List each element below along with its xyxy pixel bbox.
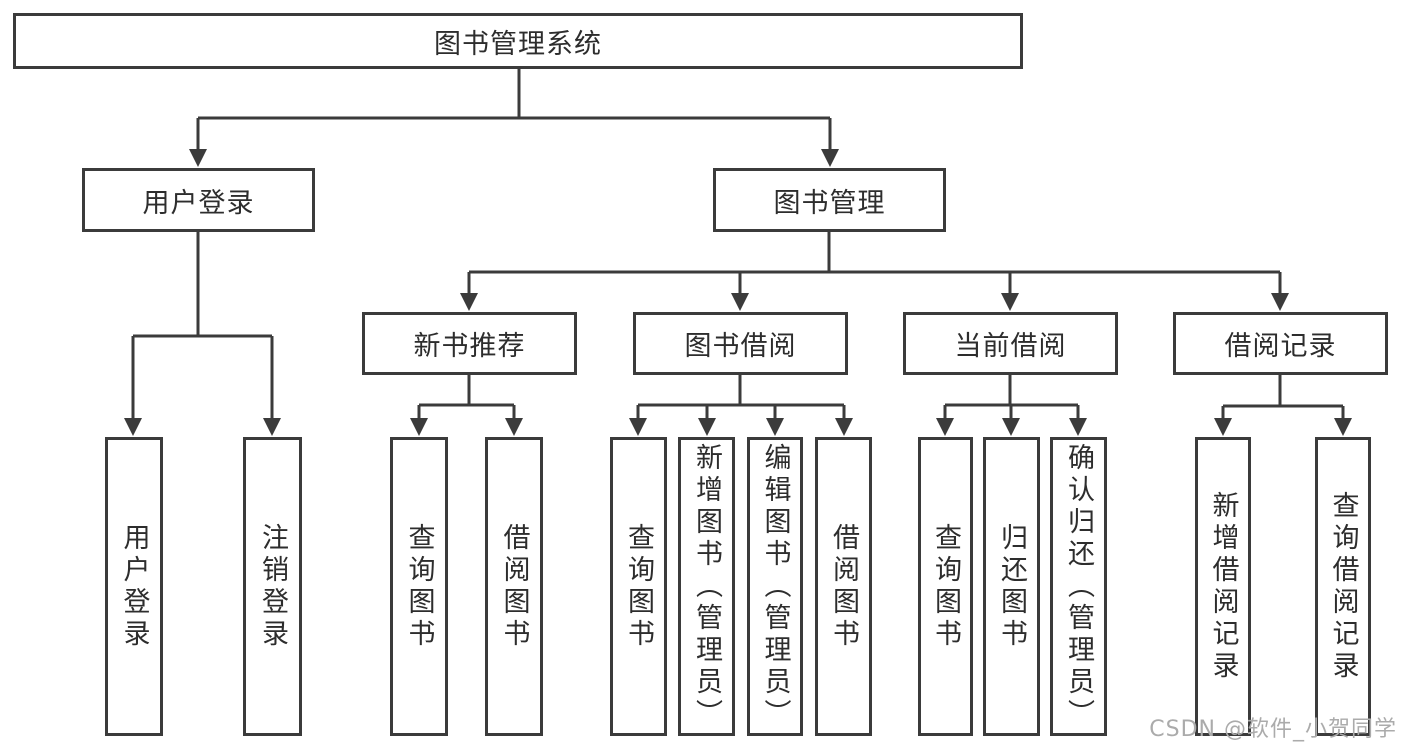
node-label: 查询图书 — [623, 522, 654, 651]
node-label: 图书借阅 — [684, 331, 797, 362]
node-label: 当前借阅 — [954, 331, 1067, 362]
node-label: 注销登录 — [257, 522, 288, 651]
node-label: 图书管理系统 — [434, 28, 602, 60]
node-label: 查询借阅记录 — [1327, 490, 1359, 683]
csdn-watermark: CSDN @软件_小贺同学 — [1149, 717, 1397, 742]
leaf-borrowing-add-books-admin: 新增图书（管理员） — [678, 437, 735, 736]
node-label: 借阅图书 — [498, 522, 530, 651]
node-label: 图书管理 — [773, 187, 886, 219]
node-user-login: 用户登录 — [82, 168, 315, 232]
node-current-borrowing: 当前借阅 — [903, 312, 1118, 375]
leaf-current-confirm-return-admin: 确认归还（管理员） — [1050, 437, 1107, 736]
node-label: 新书推荐 — [413, 331, 526, 362]
leaf-logout: 注销登录 — [243, 437, 302, 736]
node-borrowing-records: 借阅记录 — [1173, 312, 1388, 375]
node-label: 用户登录 — [118, 522, 150, 651]
node-label: 确认归还（管理员） — [1063, 442, 1094, 731]
node-label: 查询图书 — [403, 522, 435, 651]
node-label: 用户登录 — [142, 187, 255, 219]
node-label: 新增图书（管理员） — [691, 442, 722, 731]
leaf-recommend-borrow-books: 借阅图书 — [485, 437, 543, 736]
node-label: 编辑图书（管理员） — [759, 442, 791, 731]
node-label: 借阅记录 — [1224, 331, 1337, 362]
leaf-borrowing-edit-books-admin: 编辑图书（管理员） — [747, 437, 803, 736]
leaf-records-add-record: 新增借阅记录 — [1195, 437, 1251, 736]
node-system-root: 图书管理系统 — [13, 13, 1023, 69]
node-book-borrowing: 图书借阅 — [633, 312, 848, 375]
node-new-book-recommend: 新书推荐 — [362, 312, 577, 375]
node-book-management: 图书管理 — [713, 168, 946, 232]
node-label: 归还图书 — [996, 522, 1027, 651]
leaf-user-login: 用户登录 — [105, 437, 163, 736]
node-label: 借阅图书 — [828, 522, 859, 651]
arrowhead-icons — [124, 149, 1352, 436]
leaf-recommend-query-books: 查询图书 — [390, 437, 448, 736]
node-label: 查询图书 — [930, 522, 961, 651]
leaf-borrowing-query-books: 查询图书 — [610, 437, 667, 736]
leaf-records-query-record: 查询借阅记录 — [1315, 437, 1371, 736]
node-label: 新增借阅记录 — [1207, 490, 1239, 683]
leaf-borrowing-borrow-books: 借阅图书 — [815, 437, 872, 736]
leaf-current-query-books: 查询图书 — [918, 437, 973, 736]
leaf-current-return-books: 归还图书 — [983, 437, 1040, 736]
